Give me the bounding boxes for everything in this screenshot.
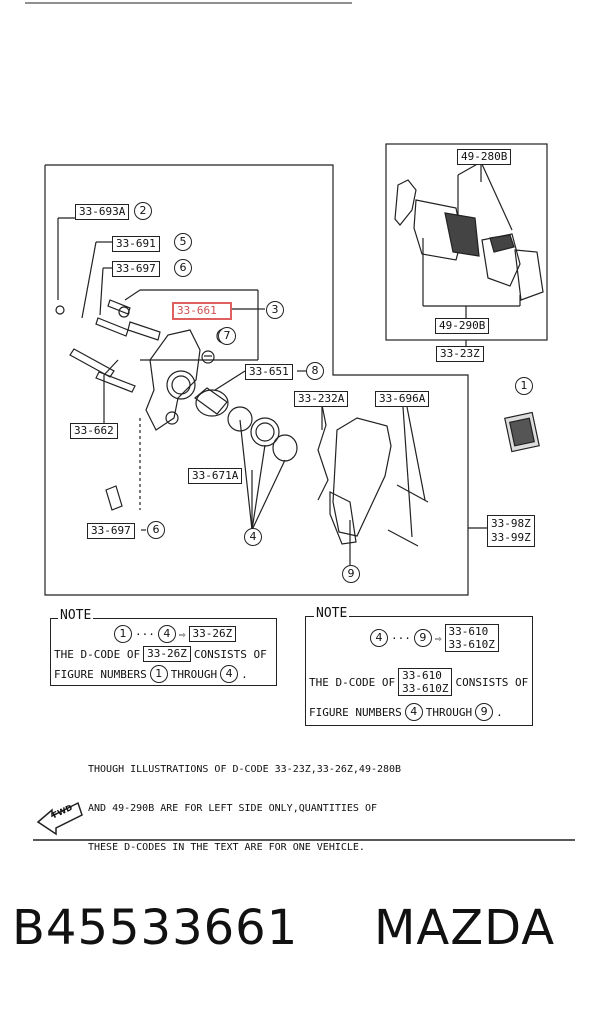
note-left-line3-end: . (241, 667, 248, 681)
part-label-33-697-bottom: 33-697 (87, 523, 135, 539)
part-label-33-98Z: 33-98Z (491, 517, 531, 530)
note-right-line3-end: . (496, 705, 503, 719)
part-label-33-662: 33-662 (70, 423, 118, 439)
part-label-33-661-highlighted: 33-661 (172, 302, 232, 320)
note-left-arrow: ⇨ (178, 627, 186, 641)
callout-9: 9 (342, 565, 360, 583)
disclaimer: THOUGH ILLUSTRATIONS OF D-CODE 33-23Z,33… (88, 737, 401, 867)
disclaimer-line1: THOUGH ILLUSTRATIONS OF D-CODE 33-23Z,33… (88, 764, 402, 775)
note-right-line3-mid: THROUGH (425, 705, 473, 719)
note-right-range-end: 9 (413, 629, 432, 647)
note-right-code2: 33-610Z (448, 638, 495, 651)
note-right-line3: FIGURE NUMBERS 4 THROUGH 9 . (309, 703, 503, 721)
part-label-49-280B: 49-280B (457, 149, 512, 165)
callout-1: 1 (515, 377, 533, 395)
note-left-line3: FIGURE NUMBERS 1 THROUGH 4 . (54, 665, 248, 683)
brand-name: MAZDA (374, 900, 556, 956)
note-left-line1: 1 ··· 4 ⇨ 33-26Z (114, 625, 237, 643)
note-left-line3-prefix: FIGURE NUMBERS (54, 667, 147, 681)
part-label-33-98Z-99Z: 33-98Z 33-99Z (487, 515, 535, 547)
note-right-code: 33-610 33-610Z (444, 624, 499, 652)
part-label-33-691: 33-691 (112, 236, 160, 252)
note-right-line2-code1: 33-610 (402, 669, 442, 682)
note-right-range-start: 4 (370, 629, 388, 647)
part-label-33-693A: 33-693A (75, 204, 130, 220)
part-label-49-290B: 49-290B (435, 318, 490, 334)
part-label-33-232A: 33-232A (294, 391, 349, 407)
note-left-line3-mid: THROUGH (170, 667, 218, 681)
note-left-line3-b: 4 (220, 665, 239, 683)
fwd-arrow-icon (36, 801, 83, 836)
callout-6-top: 6 (174, 259, 192, 277)
part-label-33-651: 33-651 (245, 364, 293, 380)
callout-7: 7 (218, 327, 236, 345)
callout-8: 8 (306, 362, 324, 380)
part-number: B45533661 (12, 900, 299, 956)
note-left-range-end: 4 (157, 625, 176, 643)
part-label-33-99Z: 33-99Z (491, 531, 531, 544)
note-right-line2-code: 33-610 33-610Z (398, 668, 453, 696)
note-right-arrow: ⇨ (434, 631, 442, 645)
part-label-33-671A: 33-671A (188, 468, 243, 484)
note-left-line2-prefix: THE D-CODE OF (54, 647, 141, 661)
part-label-33-23Z: 33-23Z (436, 346, 484, 362)
callout-2: 2 (134, 202, 152, 220)
note-right-line2-code2: 33-610Z (402, 682, 449, 695)
note-right-line3-prefix: FIGURE NUMBERS (309, 705, 402, 719)
callout-5: 5 (174, 233, 192, 251)
note-right-line2-prefix: THE D-CODE OF (309, 675, 396, 689)
note-left-line2-code: 33-26Z (143, 646, 191, 662)
callout-3: 3 (266, 301, 284, 319)
disclaimer-line2: AND 49-290B ARE FOR LEFT SIDE ONLY,QUANT… (88, 803, 377, 814)
note-left-range-start: 1 (114, 625, 132, 643)
note-right-line3-b: 9 (475, 703, 494, 721)
note-left-line2-suffix: CONSISTS OF (193, 647, 267, 661)
note-left-range-sep: ··· (135, 627, 155, 641)
note-left-line3-a: 1 (149, 665, 168, 683)
note-left-title: NOTE (58, 608, 94, 623)
note-right-code1: 33-610 (448, 625, 489, 638)
note-left-code: 33-26Z (188, 626, 237, 642)
note-right-line2: THE D-CODE OF 33-610 33-610Z CONSISTS OF (309, 668, 528, 696)
note-right-title: NOTE (314, 606, 350, 621)
note-right-range-sep: ··· (391, 631, 411, 645)
note-right-line3-a: 4 (404, 703, 423, 721)
note-right-line1: 4 ··· 9 ⇨ 33-610 33-610Z (370, 624, 499, 652)
callout-4: 4 (244, 528, 262, 546)
callout-6-bottom: 6 (147, 521, 165, 539)
note-right-line2-suffix: CONSISTS OF (455, 675, 529, 689)
note-left-line2: THE D-CODE OF 33-26Z CONSISTS OF (54, 646, 267, 662)
part-label-33-696A: 33-696A (375, 391, 430, 407)
disclaimer-line3: THESE D-CODES IN THE TEXT ARE FOR ONE VE… (88, 842, 365, 853)
part-label-33-697-top: 33-697 (112, 261, 160, 277)
